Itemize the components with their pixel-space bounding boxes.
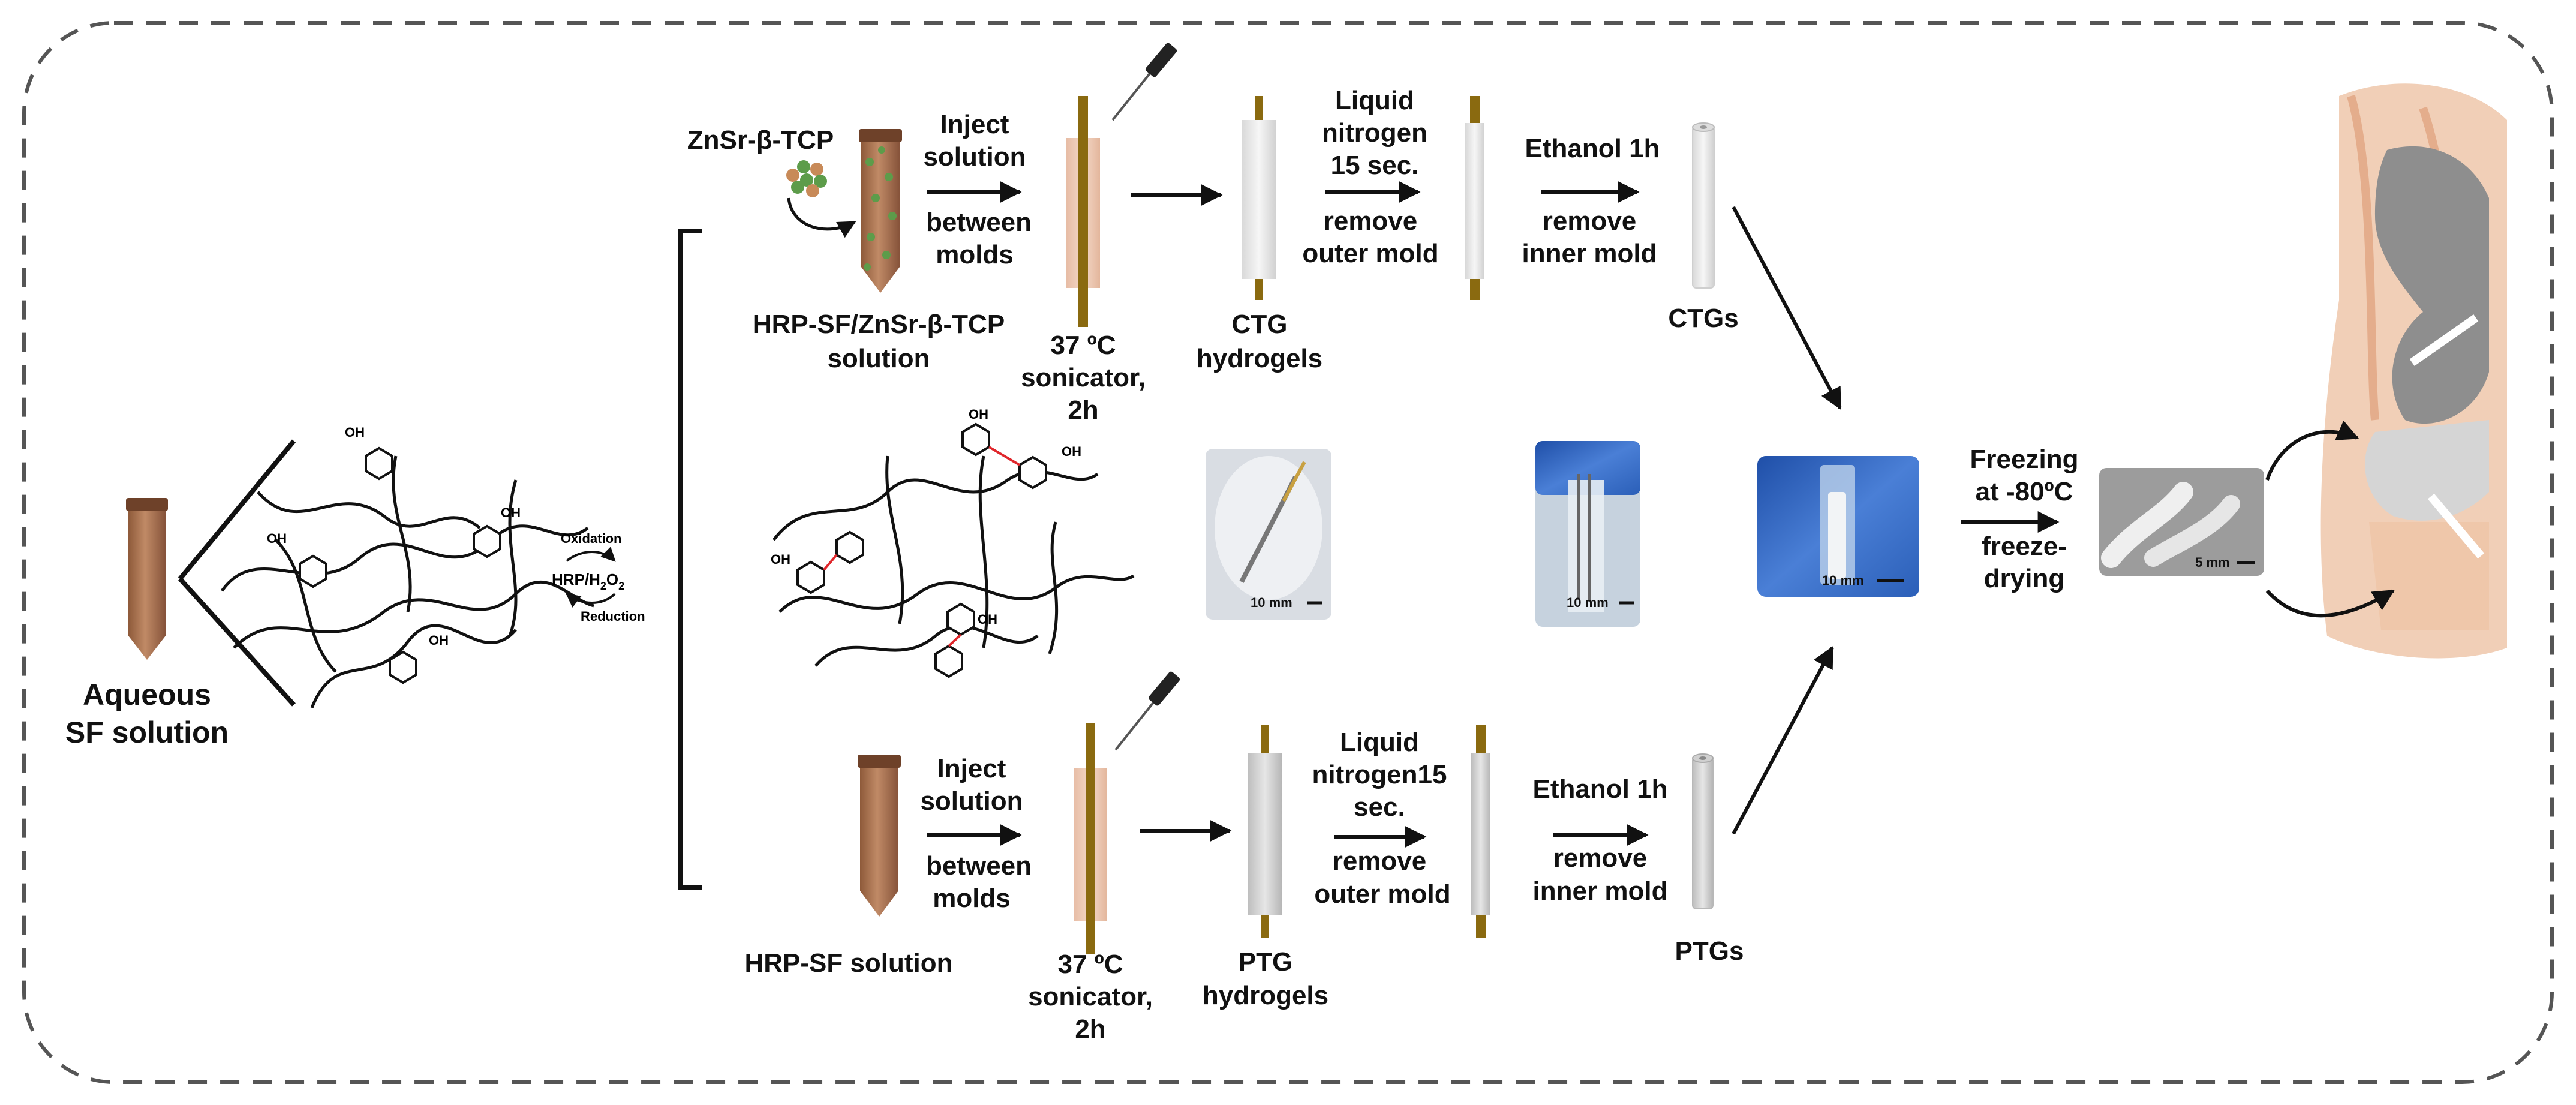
- bottom-inject-line2: solution: [920, 786, 1023, 816]
- bottom-ethanol-line1: Ethanol 1h: [1533, 774, 1668, 804]
- bottom-nitrogen-line3: sec.: [1354, 792, 1405, 822]
- top-solution-line1: HRP-SF/ZnSr-β-TCP: [753, 310, 1005, 339]
- top-inject-line4: molds: [936, 240, 1014, 269]
- top-sonicate-line2: sonicator,: [1021, 363, 1146, 392]
- top-powder-label: ZnSr-β-TCP: [687, 125, 834, 155]
- syringe-photo: 10 mm: [1206, 449, 1331, 620]
- network-ring-5: [946, 602, 975, 636]
- top-ethanol-line3: inner mold: [1522, 239, 1657, 268]
- branch-bracket: [678, 229, 702, 890]
- top-sonicate-line1: 37 ºC: [1050, 331, 1116, 360]
- top-inject-line3: between: [926, 208, 1032, 237]
- bottom-to-photo-arrow: [1732, 645, 1834, 835]
- top-product-label: CTGs: [1668, 304, 1738, 333]
- top-nitrogen-line3: 15 sec.: [1331, 151, 1419, 180]
- bottom-sf-tube: [858, 755, 901, 917]
- reduction-arrow: [566, 593, 616, 608]
- tubes-scale-label: 10 mm: [1567, 595, 1609, 610]
- oh-network-2: OH: [1062, 444, 1081, 459]
- dityrosine-bonds: [823, 446, 1021, 647]
- start-label-line2: SF solution: [65, 716, 229, 749]
- top-hydrogel-line2: hydrogels: [1197, 344, 1322, 373]
- bottom-inject-line1: Inject: [937, 754, 1006, 783]
- oxidation-arrow: [566, 547, 616, 562]
- bottom-hydrogel-line2: hydrogels: [1203, 981, 1328, 1010]
- crosslinked-network: [773, 455, 1135, 667]
- top-sonicate-line3: 2h: [1068, 395, 1098, 425]
- oh-network-4: OH: [978, 612, 997, 627]
- bottom-solution-label: HRP-SF solution: [744, 948, 952, 978]
- sf-solution-tube: [126, 498, 168, 660]
- top-gel-on-rod: [1465, 96, 1484, 300]
- reduction-label: Reduction: [581, 609, 645, 624]
- top-ctg-scaffold: [1692, 122, 1715, 289]
- to-knee-upper-arrow: [2265, 420, 2359, 481]
- bottom-inject-line4: molds: [933, 884, 1011, 913]
- top-nitrogen-line4: remove: [1324, 206, 1418, 236]
- top-nitrogen-line2: nitrogen: [1322, 118, 1427, 148]
- oh-label-4: OH: [429, 633, 449, 648]
- top-mold-with-gel: [1066, 43, 1177, 327]
- bottom-sonicate-line2: sonicator,: [1028, 982, 1153, 1011]
- final-step-line2: at -80ºC: [1976, 477, 2073, 506]
- catalyst-label: HRP/H2O2: [552, 570, 624, 592]
- network-ring-1: [961, 422, 990, 457]
- tubes-photo: 10 mm: [1535, 441, 1640, 627]
- tyrosine-rings: [299, 446, 501, 684]
- top-powder-pile: [786, 160, 827, 197]
- top-composite-tube: [859, 129, 902, 293]
- final-scaffolds-photo: 5 mm: [2099, 468, 2264, 576]
- oh-network-3: OH: [771, 552, 790, 567]
- bottom-inject-line3: between: [926, 851, 1032, 881]
- bottom-nitrogen-line1: Liquid: [1340, 728, 1419, 757]
- final-step-line1: Freezing: [1970, 445, 2079, 474]
- network-ring-2: [1018, 455, 1047, 490]
- network-ring-3: [796, 560, 825, 594]
- top-ethanol-line2: remove: [1543, 206, 1637, 236]
- bottom-mold-with-gel: [1074, 671, 1180, 954]
- dashed-border: [22, 21, 2554, 1084]
- oh-label-1: OH: [345, 425, 365, 440]
- syringe-scale-label: 10 mm: [1251, 595, 1292, 610]
- bottom-product-label: PTGs: [1675, 936, 1744, 966]
- combined-photo: 10 mm: [1757, 456, 1919, 597]
- start-label-line1: Aqueous: [83, 678, 211, 711]
- top-nitrogen-line1: Liquid: [1335, 86, 1414, 115]
- zoom-wedge: [178, 439, 296, 707]
- oxidation-label: Oxidation: [561, 531, 621, 546]
- top-ethanol-line1: Ethanol 1h: [1525, 134, 1660, 163]
- final-scale-label: 5 mm: [2195, 555, 2229, 570]
- bottom-nitrogen-line5: outer mold: [1314, 879, 1450, 909]
- network-ring-4: [835, 530, 864, 564]
- final-step-line4: drying: [1984, 564, 2064, 593]
- bottom-sonicate-line1: 37 ºC: [1057, 950, 1123, 979]
- top-solution-line2: solution: [827, 344, 930, 373]
- top-inject-line1: Inject: [940, 110, 1009, 139]
- network-ring-6: [934, 644, 963, 678]
- bottom-ethanol-line2: remove: [1553, 843, 1648, 873]
- oh-label-3: OH: [501, 505, 521, 520]
- to-knee-lower-arrow: [2265, 589, 2395, 618]
- bottom-sonicate-line3: 2h: [1075, 1014, 1105, 1044]
- bottom-ptg-scaffold: [1692, 753, 1714, 909]
- top-powder-arrow: [787, 197, 856, 238]
- bottom-ethanol-line3: inner mold: [1533, 876, 1668, 906]
- knee-illustration: [2320, 83, 2507, 659]
- oh-label-2: OH: [267, 531, 287, 546]
- top-hydrogel-line1: CTG: [1232, 310, 1288, 339]
- bottom-hydrogel-line1: PTG: [1239, 947, 1292, 977]
- top-inject-line2: solution: [923, 142, 1026, 172]
- sf-chains: [220, 455, 594, 708]
- top-to-photo-arrow: [1732, 206, 1842, 410]
- bottom-nitrogen-line4: remove: [1333, 846, 1427, 876]
- bottom-nitrogen-line2: nitrogen15: [1312, 760, 1447, 789]
- final-step-line3: freeze-: [1982, 532, 2067, 561]
- oh-network-1: OH: [969, 407, 988, 422]
- bottom-gel-on-rod: [1471, 725, 1490, 938]
- bottom-ptg-hydrogel: [1248, 725, 1282, 938]
- combined-scale-label: 10 mm: [1822, 573, 1864, 588]
- top-ctg-hydrogel: [1242, 96, 1276, 300]
- top-nitrogen-line5: outer mold: [1302, 239, 1438, 268]
